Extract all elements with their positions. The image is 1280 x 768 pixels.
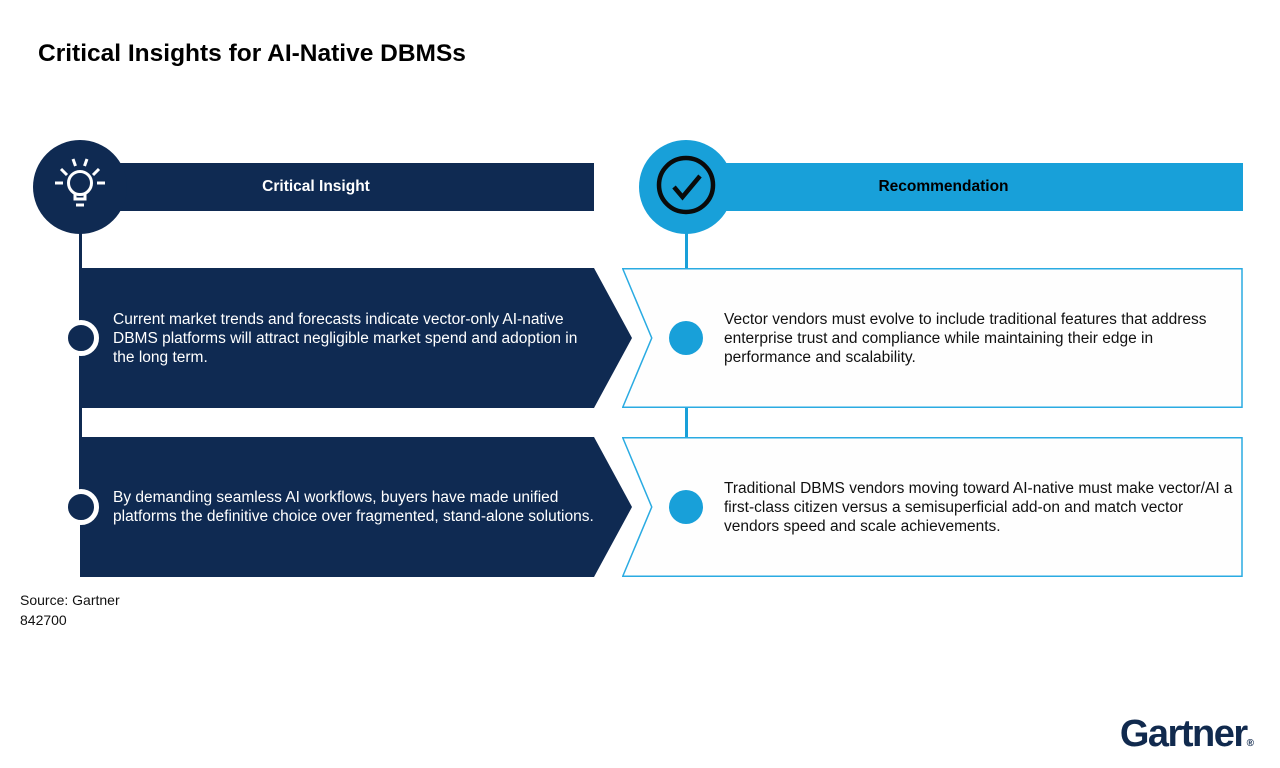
gartner-logo: Gartner®	[1120, 713, 1254, 756]
insight-node-dot	[63, 320, 99, 356]
page-title: Critical Insights for AI-Native DBMSs	[38, 40, 466, 67]
recommendation-header-bar: Recommendation	[686, 163, 1243, 211]
recommendation-text-content: Vector vendors must evolve to include tr…	[724, 310, 1207, 366]
insight-arrow-box	[80, 437, 632, 577]
insight-arrow-box	[80, 268, 632, 408]
critical-insight-header-label: Critical Insight	[262, 178, 370, 195]
insight-text-content: By demanding seamless AI workflows, buye…	[113, 489, 594, 525]
row-1: Current market trends and forecasts indi…	[0, 268, 1280, 408]
row-2: By demanding seamless AI workflows, buye…	[0, 437, 1280, 577]
recommendation-text: Vector vendors must evolve to include tr…	[724, 268, 1236, 408]
insight-text-content: Current market trends and forecasts indi…	[113, 310, 578, 366]
insight-text: By demanding seamless AI workflows, buye…	[113, 437, 595, 577]
gartner-logo-text: Gartner	[1119, 713, 1248, 755]
lightbulb-icon	[49, 154, 111, 221]
recommendation-text: Traditional DBMS vendors moving toward A…	[724, 437, 1236, 577]
check-circle-icon	[653, 152, 719, 223]
source-id: 842700	[20, 611, 67, 628]
recommendation-box	[622, 437, 1243, 577]
critical-insight-header-circle	[33, 140, 127, 234]
recommendation-node-dot	[669, 321, 703, 355]
source-line: Source: Gartner	[20, 592, 120, 608]
critical-insight-header-bar: Critical Insight	[80, 163, 594, 211]
source-note: Source: Gartner 842700	[20, 591, 120, 630]
recommendation-box	[622, 268, 1243, 408]
recommendation-header-circle	[639, 140, 733, 234]
recommendation-node-dot	[669, 490, 703, 524]
registered-trademark-symbol: ®	[1246, 738, 1254, 749]
insight-node-dot	[63, 489, 99, 525]
insight-text: Current market trends and forecasts indi…	[113, 268, 595, 408]
recommendation-text-content: Traditional DBMS vendors moving toward A…	[724, 479, 1233, 535]
recommendation-header-label: Recommendation	[878, 178, 1009, 195]
